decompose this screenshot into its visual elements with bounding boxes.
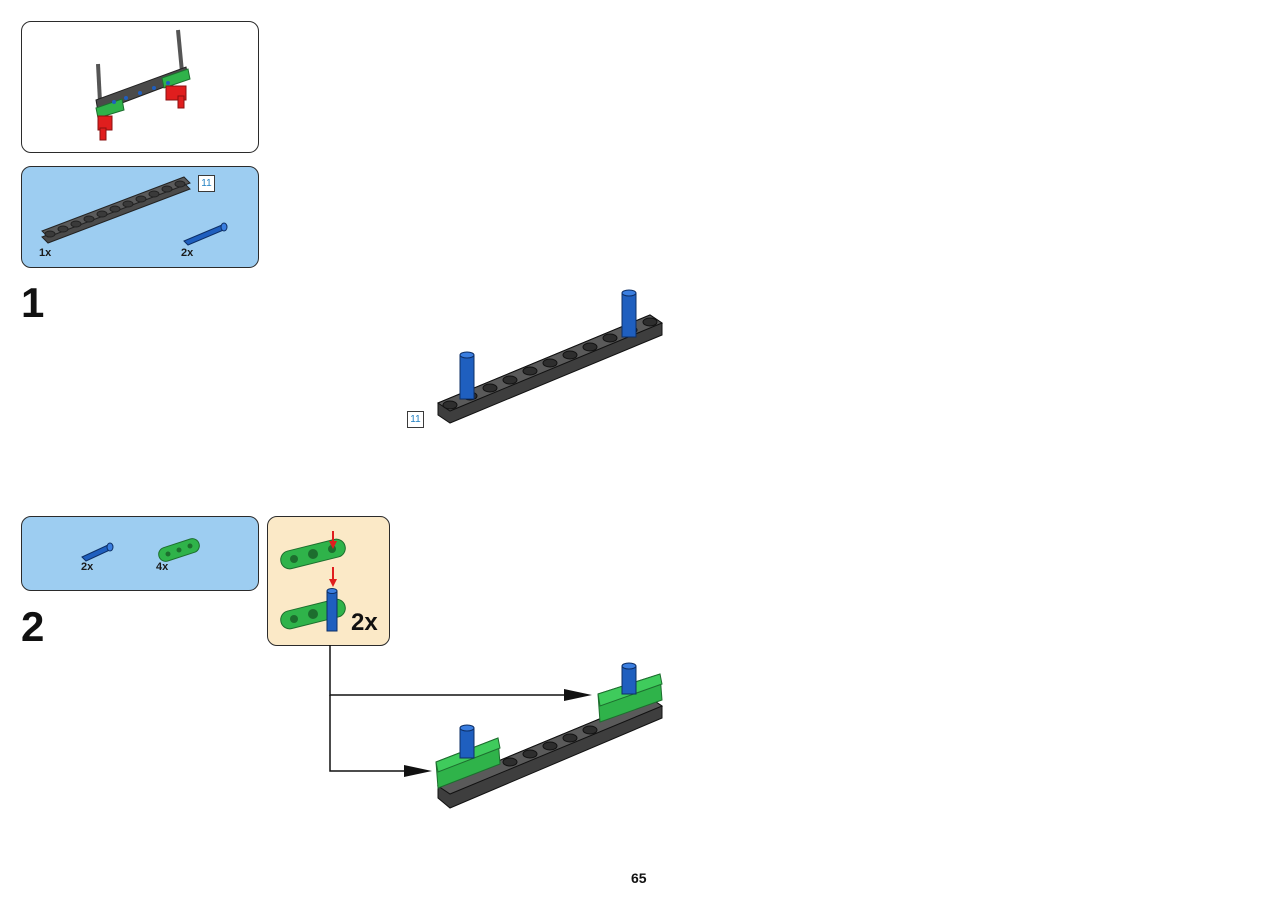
assembly-arrows	[329, 645, 592, 777]
assembly-preview-illustration	[95, 29, 191, 141]
qty-beam: 1x	[39, 247, 52, 259]
qty-pin: 2x	[181, 247, 194, 259]
subassembly-multiplier: 2x	[351, 609, 378, 636]
qty-pin: 2x	[81, 561, 94, 573]
step2-parts-panel: 2x 4x	[21, 516, 259, 591]
step-number: 2	[21, 603, 45, 650]
qty-green-beam: 4x	[156, 561, 169, 573]
step1-assembly	[436, 289, 664, 424]
subassembly-illustration	[280, 531, 346, 632]
step-number: 1	[21, 279, 45, 326]
blue-axle-pin-icon	[81, 542, 114, 562]
step1-parts-panel: 11 1x 2x	[21, 166, 259, 268]
length-tag: 11	[198, 175, 215, 192]
page-number: 65	[631, 870, 647, 886]
length-tag-callout: 11	[407, 411, 424, 428]
step2-assembly	[435, 662, 664, 809]
model-preview-panel	[21, 21, 259, 153]
subassembly-callout: 2x	[267, 516, 390, 646]
blue-axle-pin-icon	[183, 222, 228, 246]
beam-11-icon	[41, 176, 191, 244]
green-beam-3-icon	[158, 538, 200, 562]
